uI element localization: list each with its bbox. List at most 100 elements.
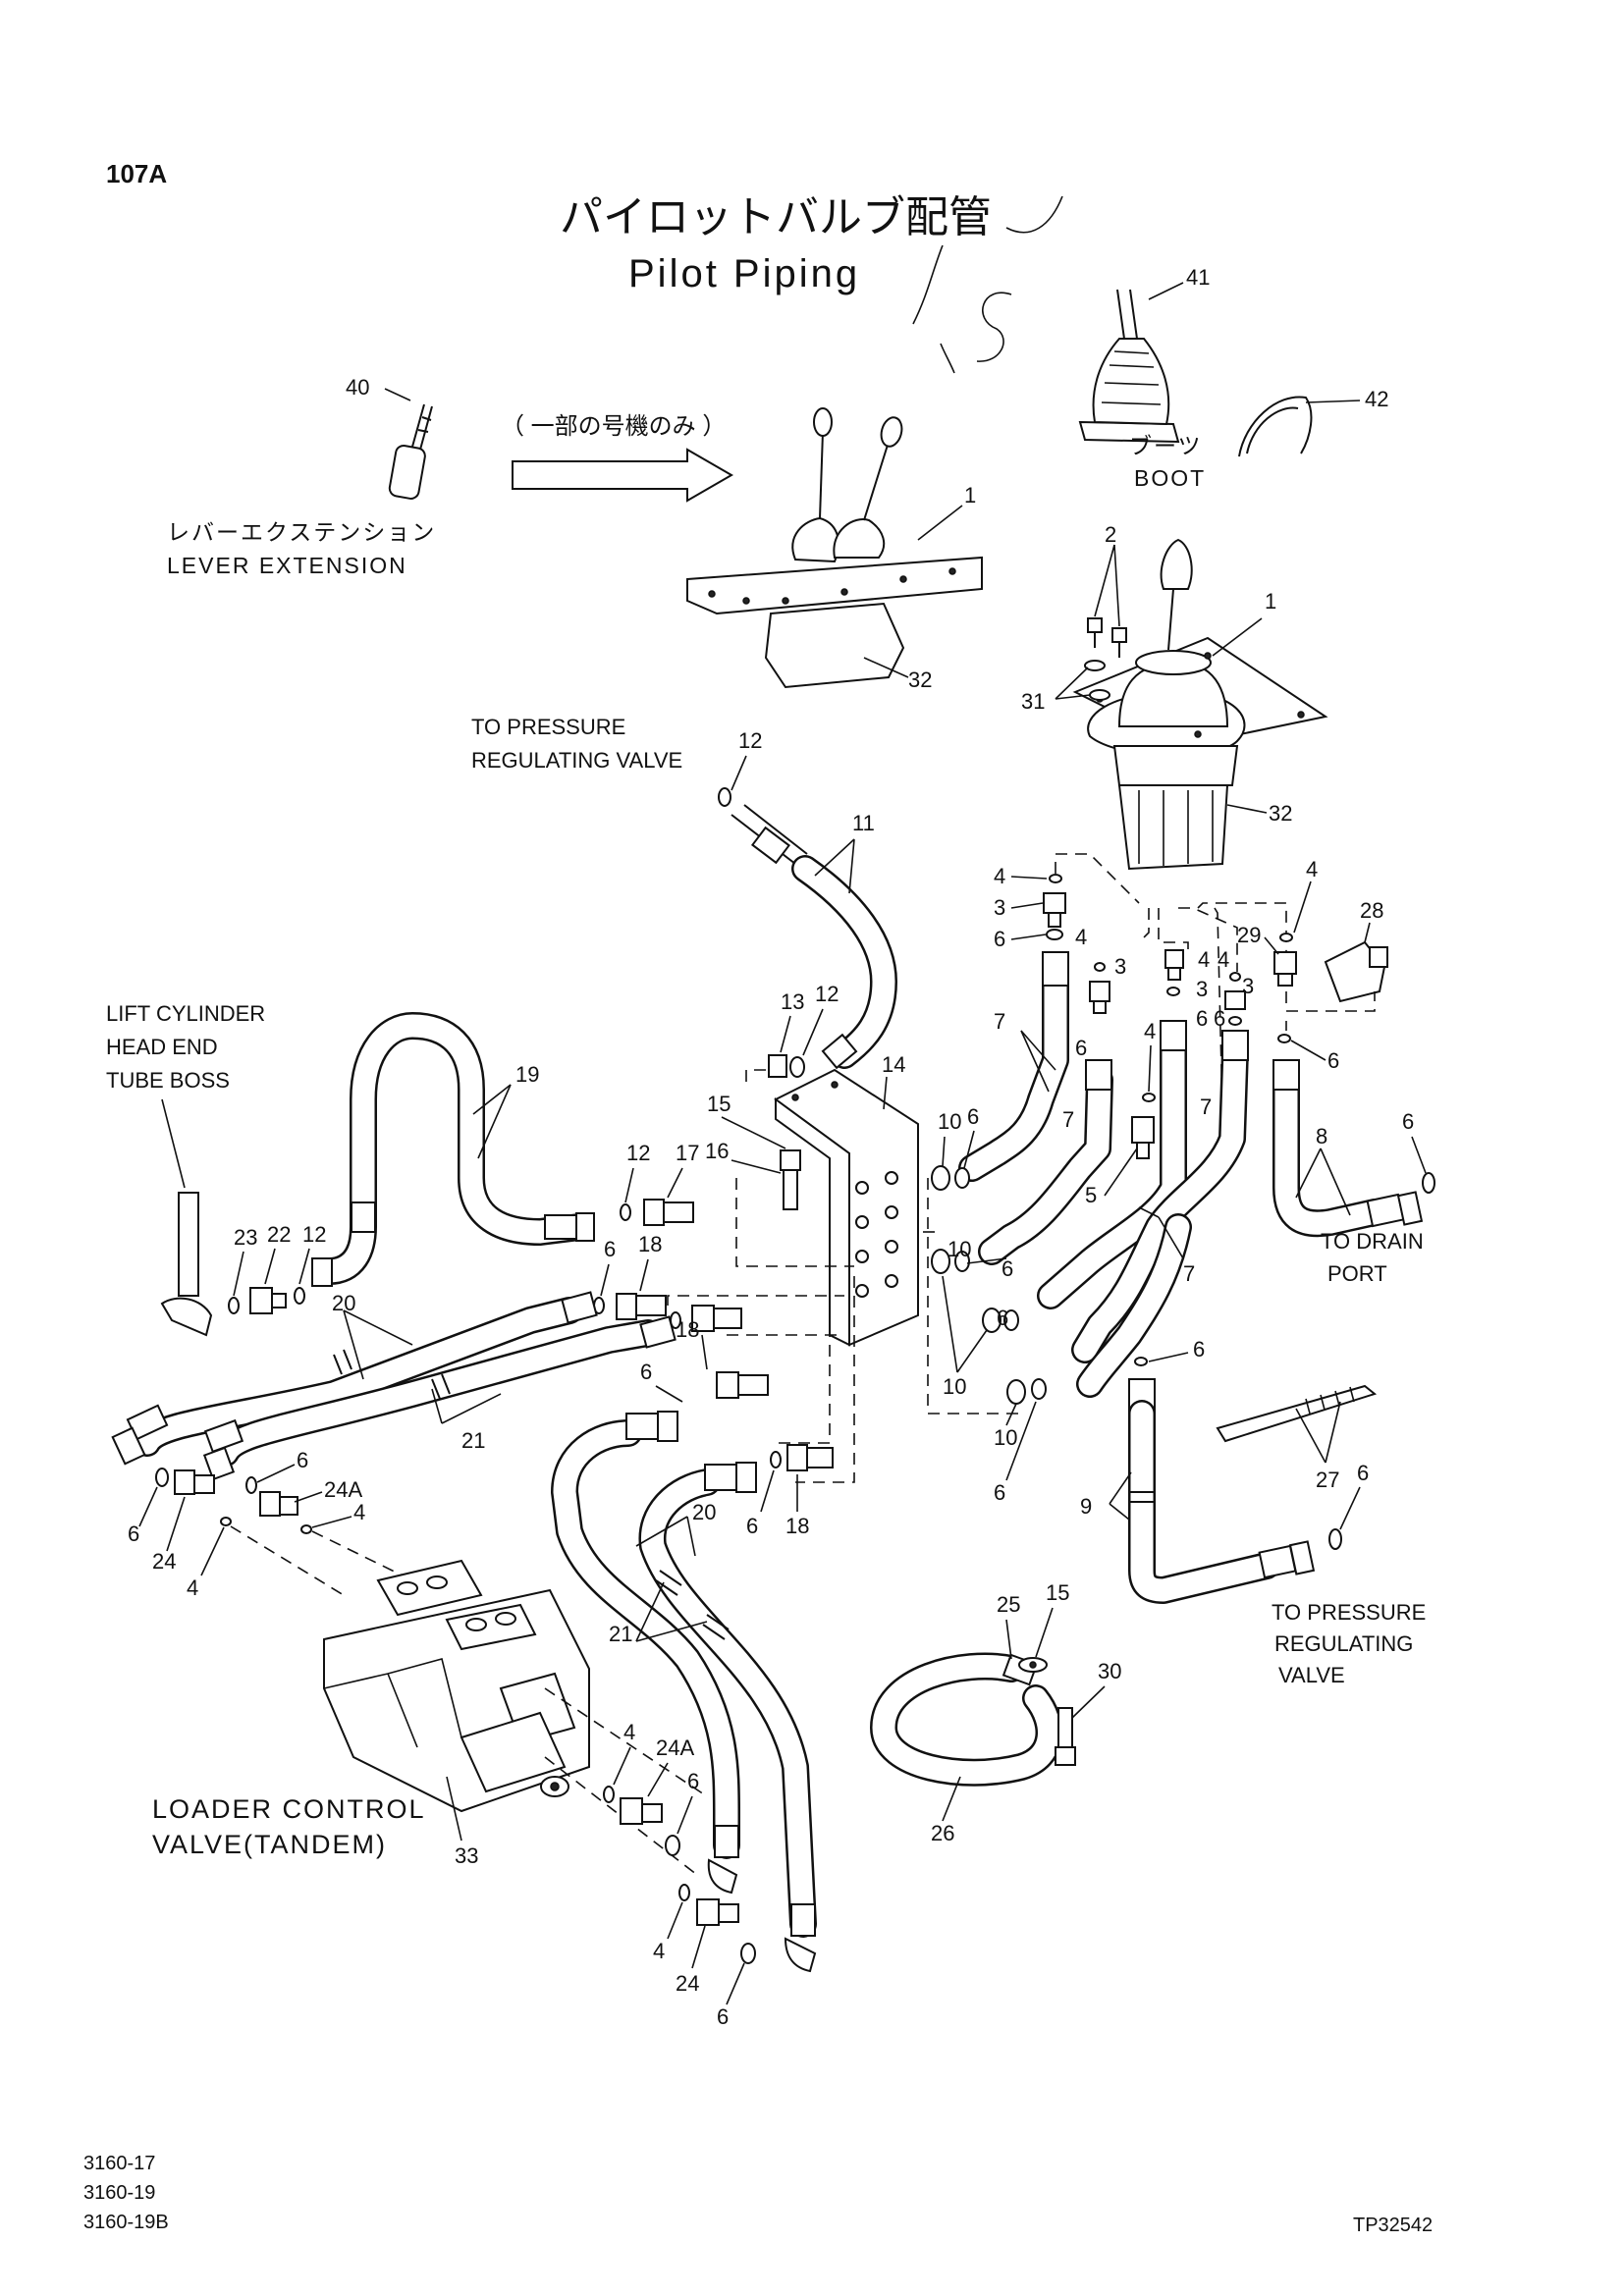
callout-6-e: 6	[1327, 1048, 1339, 1073]
lift-cylinder-1: LIFT CYLINDER	[106, 1001, 265, 1026]
callout-17: 17	[676, 1141, 699, 1165]
callout-6-d: 6	[1214, 1006, 1225, 1031]
lift-cylinder-2: HEAD END	[106, 1035, 218, 1059]
to-drain-1: TO DRAIN	[1321, 1229, 1424, 1254]
fittings-mid	[1089, 949, 1246, 1026]
callout-6-f: 6	[1075, 1036, 1087, 1060]
callout-24: 24	[152, 1549, 176, 1574]
callout-6-k: 6	[640, 1360, 652, 1384]
model-number-2: 3160-19	[83, 2182, 155, 2204]
callout-7-b: 7	[1062, 1107, 1074, 1132]
callout-15-b: 15	[1046, 1580, 1069, 1605]
fitting-24A	[259, 1491, 298, 1517]
fitting-17	[643, 1199, 694, 1226]
dual-lever-valve	[686, 407, 983, 689]
oring-12-c	[620, 1203, 631, 1221]
to-pressure-top-1: TO PRESSURE	[471, 715, 625, 739]
fitting-5	[1131, 1116, 1155, 1159]
callout-4-b: 4	[1075, 925, 1087, 949]
hose-8	[1272, 1066, 1388, 1238]
callout-4-g: 4	[353, 1500, 365, 1524]
bolts-2	[1087, 617, 1127, 658]
boot-part	[1078, 289, 1180, 444]
washer-31a	[1084, 660, 1106, 671]
title-japanese: パイロットバルブ配管	[560, 193, 992, 241]
callout-30: 30	[1098, 1659, 1121, 1683]
callout-5: 5	[1085, 1183, 1097, 1207]
callout-4-j: 4	[653, 1939, 665, 1963]
callout-6-h: 6	[1402, 1109, 1414, 1134]
note-partial-jp: （ 一部の号機のみ ）	[501, 413, 726, 440]
callout-6-p: 6	[1193, 1337, 1205, 1362]
callout-18-a: 18	[638, 1232, 662, 1256]
callout-11: 11	[852, 811, 875, 835]
fittings-column-left	[1043, 874, 1066, 940]
title-english: Pilot Piping	[628, 252, 860, 295]
callout-29: 29	[1237, 923, 1261, 947]
oring-12-top	[718, 787, 731, 807]
to-pressure-bottom-2: REGULATING	[1274, 1631, 1413, 1656]
callout-2: 2	[1105, 522, 1116, 547]
fitting-24	[174, 1469, 215, 1495]
callout-10-a: 10	[938, 1109, 961, 1134]
callout-24A-b: 24A	[656, 1735, 694, 1760]
arrow-partial	[512, 448, 733, 503]
fitting-24A-b	[620, 1797, 663, 1825]
callout-6-pr: 6	[1357, 1461, 1369, 1485]
model-number-3: 3160-19B	[83, 2212, 169, 2233]
callout-12-d: 12	[302, 1222, 326, 1247]
callout-22: 22	[267, 1222, 291, 1247]
callout-3-a: 3	[994, 895, 1005, 920]
callout-12-top: 12	[738, 728, 762, 753]
fitting-18-c	[716, 1371, 769, 1399]
page-code: 107A	[106, 159, 167, 188]
callout-4-i: 4	[623, 1720, 635, 1744]
callout-24-b: 24	[676, 1971, 699, 1996]
callout-33: 33	[455, 1843, 478, 1868]
callout-3-c: 3	[1196, 977, 1208, 1001]
to-pressure-bottom-1: TO PRESSURE	[1272, 1600, 1426, 1625]
callout-19: 19	[515, 1062, 539, 1087]
fitting-22	[249, 1287, 287, 1314]
loader-valve-2: VALVE(TANDEM)	[152, 1830, 387, 1859]
callout-6-s: 6	[717, 2004, 729, 2029]
callout-16: 16	[705, 1139, 729, 1163]
nut-13	[768, 1054, 805, 1078]
callout-32-top: 32	[908, 667, 932, 692]
pilot-valve-main	[1072, 538, 1328, 871]
callout-40: 40	[346, 375, 369, 400]
callout-25: 25	[997, 1592, 1020, 1617]
callout-1-main: 1	[1265, 589, 1276, 614]
callout-6-l: 6	[997, 1306, 1008, 1330]
bolt-16	[780, 1149, 801, 1210]
callout-6-i: 6	[604, 1237, 616, 1261]
handwritten-mark	[912, 195, 1063, 374]
fitting-18-a	[616, 1293, 667, 1320]
callout-10-b: 10	[947, 1237, 971, 1261]
callout-14: 14	[882, 1052, 905, 1077]
loader-control-valve	[323, 1559, 590, 1813]
to-drain-2: PORT	[1327, 1261, 1387, 1286]
washer-31b	[1089, 689, 1110, 701]
boot-en: BOOT	[1134, 465, 1206, 491]
callout-6-q: 6	[746, 1514, 758, 1538]
callout-10-c: 10	[943, 1374, 966, 1399]
callout-6-r: 6	[687, 1769, 699, 1793]
callout-21-b: 21	[609, 1622, 632, 1646]
model-number-1: 3160-17	[83, 2153, 155, 2174]
lever-extension-en: LEVER EXTENSION	[167, 553, 407, 578]
lever-extension-jp: レバーエクステンション	[167, 519, 436, 545]
callout-12-c: 12	[626, 1141, 650, 1165]
callout-32-main: 32	[1269, 801, 1292, 826]
fitting-29	[1273, 933, 1297, 987]
callout-20-b: 20	[692, 1500, 716, 1524]
callout-6-c: 6	[1196, 1006, 1208, 1031]
callout-18-c: 18	[785, 1514, 809, 1538]
to-pressure-top-2: REGULATING VALVE	[471, 748, 682, 773]
callout-31: 31	[1021, 689, 1045, 714]
callout-27: 27	[1316, 1468, 1339, 1492]
callout-7-d: 7	[1183, 1261, 1195, 1286]
callout-4-d: 4	[1218, 947, 1229, 972]
lift-cylinder-3: TUBE BOSS	[106, 1068, 230, 1093]
